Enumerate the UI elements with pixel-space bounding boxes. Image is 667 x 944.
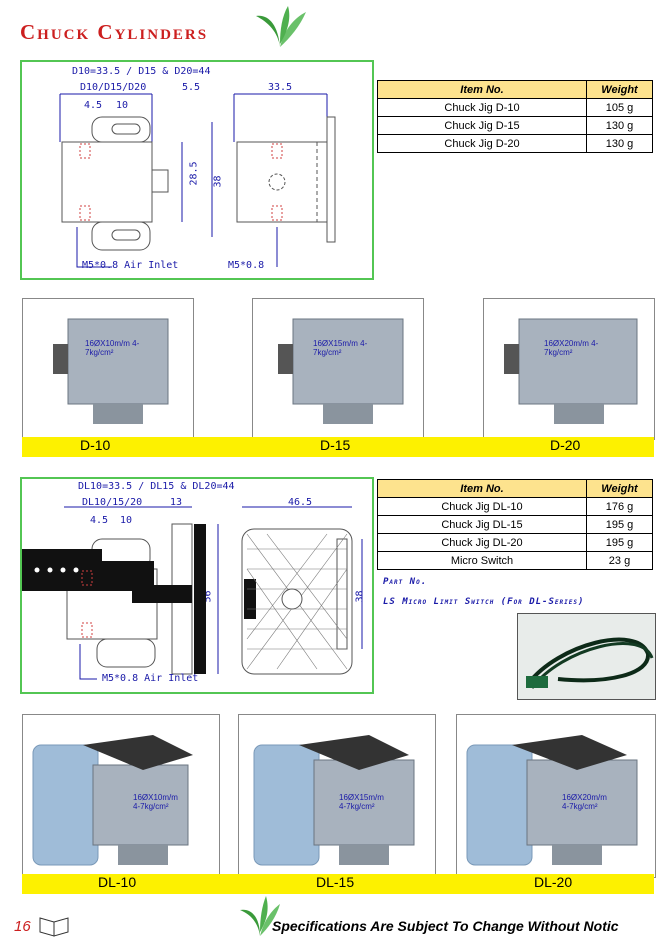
technical-drawing [22, 506, 363, 680]
table-row: Chuck Jig DL-10 176 g [377, 497, 653, 516]
model-dim-text: D10/D15/D20 [80, 82, 147, 93]
table-row: Chuck Jig D-20 130 g [377, 134, 653, 153]
technical-drawing [59, 93, 336, 268]
weight-cell: 130 g [586, 116, 653, 135]
air-inlet-label: M5*0.8 Air Inlet [102, 673, 199, 684]
item-cell: Chuck Jig D-10 [377, 98, 587, 117]
part-no-description: LS Micro Limit Switch (For DL-Series) [383, 597, 585, 607]
dim-label: 10 [116, 100, 129, 111]
product-photo-dl-15: 16ØX15m/m 4-7kg/cm² [238, 714, 436, 878]
item-cell: Chuck Jig D-15 [377, 116, 587, 135]
table-row: Chuck Jig D-10 105 g [377, 98, 653, 117]
leaf-logo-icon [256, 6, 306, 47]
port-label: M5*0.8 [228, 260, 265, 271]
book-icon [39, 917, 69, 937]
dim-label: 46.5 [288, 497, 313, 508]
product-photo-d-20: 16ØX20m/m 4-7kg/cm² [483, 298, 655, 440]
table-row: Chuck Jig DL-20 195 g [377, 533, 653, 552]
label-bar-d-series: D-10 D-15 D-20 [22, 437, 654, 457]
cylinder-image [253, 735, 415, 866]
dim-label: 5.5 [182, 82, 201, 93]
page-title: Chuck Cylinders [20, 20, 209, 44]
model-label: D-15 [320, 437, 351, 453]
sticker-label: 16ØX10m/m 4-7kg/cm² [85, 339, 140, 357]
label-bar-dl-series: DL-10 DL-15 DL-20 [22, 874, 654, 894]
spec-table-d-series: Item No. Weight Chuck Jig D-10 105 g Chu… [377, 80, 653, 153]
model-dim-text: DL10/15/20 [82, 497, 143, 508]
item-cell: Micro Switch [377, 551, 587, 570]
table-header-row: Item No. Weight [377, 80, 653, 99]
sticker-label: 16ØX10m/m 4-7kg/cm² [133, 793, 178, 811]
model-label: DL-15 [316, 874, 355, 890]
dimension-drawing-d-series: D10=33.5 / D15 & D20=44 D10/D15/D20 4.5 … [20, 60, 374, 280]
footer-note: Specifications Are Subject To Change Wit… [272, 918, 619, 934]
formula-text: DL10=33.5 / DL15 & DL20=44 [78, 481, 235, 492]
part-no-label: Part No. [383, 577, 428, 587]
dimension-drawing-dl-series: DL10=33.5 / DL15 & DL20=44 DL10/15/20 4.… [20, 477, 374, 694]
sticker-label: 16ØX20m/m 4-7kg/cm² [544, 339, 599, 357]
dim-label: 33.5 [268, 82, 293, 93]
model-label: D-20 [550, 437, 581, 453]
product-photo-d-15: 16ØX15m/m 4-7kg/cm² [252, 298, 424, 440]
weight-cell: 23 g [586, 551, 653, 570]
dim-label: 4.5 [90, 515, 109, 526]
dim-label: 4.5 [84, 100, 103, 111]
weight-cell: 130 g [586, 134, 653, 153]
cylinder-image [32, 735, 193, 866]
air-inlet-label: M5*0.8 Air Inlet [82, 260, 179, 271]
sticker-label: 16ØX15m/m 4-7kg/cm² [339, 793, 384, 811]
cylinder-image [504, 318, 638, 424]
item-cell: Chuck Jig DL-20 [377, 533, 587, 552]
formula-text: D10=33.5 / D15 & D20=44 [72, 66, 211, 77]
model-label: DL-20 [534, 874, 573, 890]
column-header-item: Item No. [377, 479, 587, 498]
product-photo-dl-20: 16ØX20m/m 4-7kg/cm² [456, 714, 656, 878]
product-photo-dl-10: 16ØX10m/m 4-7kg/cm² [22, 714, 220, 878]
item-cell: Chuck Jig D-20 [377, 134, 587, 153]
column-header-item: Item No. [377, 80, 587, 99]
column-header-weight: Weight [586, 80, 653, 99]
dim-label: 13 [170, 497, 183, 508]
table-row: Micro Switch 23 g [377, 551, 653, 570]
product-photo-d-10: 16ØX10m/m 4-7kg/cm² [22, 298, 194, 440]
cylinder-image [278, 318, 404, 424]
micro-switch-photo [517, 613, 656, 700]
sticker-label: 16ØX20m/m 4-7kg/cm² [562, 793, 607, 811]
item-cell: Chuck Jig DL-10 [377, 497, 587, 516]
column-header-weight: Weight [586, 479, 653, 498]
table-row: Chuck Jig DL-15 195 g [377, 515, 653, 534]
sticker-label: 16ØX15m/m 4-7kg/cm² [313, 339, 368, 357]
item-cell: Chuck Jig DL-15 [377, 515, 587, 534]
table-header-row: Item No. Weight [377, 479, 653, 498]
spec-table-dl-series: Item No. Weight Chuck Jig DL-10 176 g Ch… [377, 479, 653, 570]
page-number: 16 [14, 918, 31, 935]
model-label: DL-10 [98, 874, 137, 890]
weight-cell: 195 g [586, 533, 653, 552]
leaf-logo-icon [240, 896, 280, 936]
cylinder-image [53, 318, 169, 424]
model-label: D-10 [80, 437, 111, 453]
cylinder-image [466, 735, 638, 866]
table-row: Chuck Jig D-15 130 g [377, 116, 653, 135]
micro-switch-image [518, 614, 655, 699]
dim-label: 10 [120, 515, 133, 526]
weight-cell: 105 g [586, 98, 653, 117]
weight-cell: 195 g [586, 515, 653, 534]
weight-cell: 176 g [586, 497, 653, 516]
